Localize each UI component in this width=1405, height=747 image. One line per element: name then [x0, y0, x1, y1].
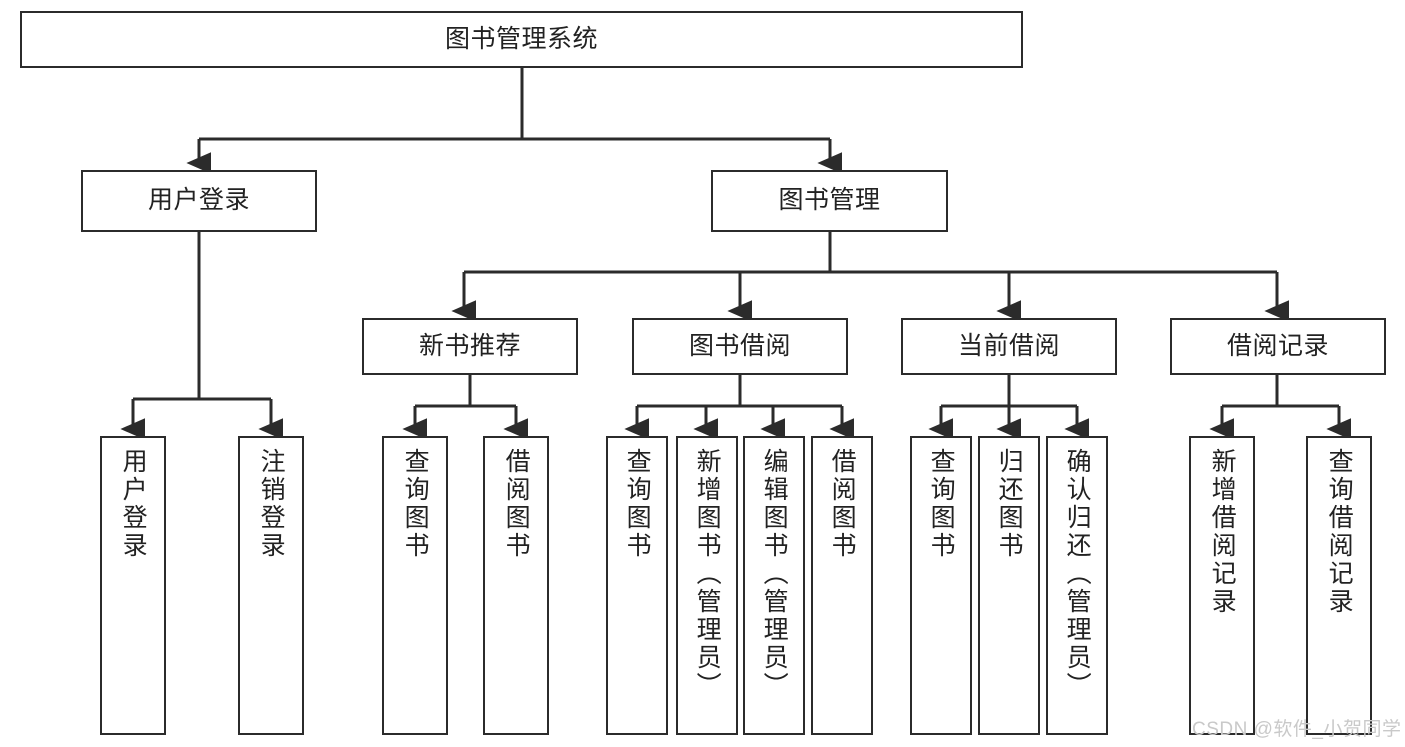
- node-leaf-user-login-label: 用户登录: [119, 448, 148, 560]
- node-leaf-borrow-book-borrow-label: 借阅图书: [828, 448, 857, 560]
- node-leaf-return-book-label: 归还图书: [995, 448, 1024, 560]
- node-user-login[interactable]: 用户登录: [81, 170, 317, 232]
- node-book-borrow[interactable]: 图书借阅: [632, 318, 848, 375]
- node-book-management[interactable]: 图书管理: [711, 170, 948, 232]
- node-new-book-recommend-label: 新书推荐: [418, 331, 521, 360]
- node-leaf-query-book-borrow[interactable]: 查询图书: [606, 436, 668, 735]
- node-leaf-borrow-book-newbook[interactable]: 借阅图书: [483, 436, 549, 735]
- node-leaf-borrow-book-newbook-label: 借阅图书: [502, 448, 531, 560]
- node-book-management-label: 图书管理: [778, 186, 881, 215]
- node-leaf-edit-book-admin-label: 编辑图书（管理员）: [760, 448, 789, 700]
- node-user-login-label: 用户登录: [147, 186, 250, 215]
- node-leaf-query-borrow-record-label: 查询借阅记录: [1325, 448, 1354, 616]
- node-leaf-add-borrow-record[interactable]: 新增借阅记录: [1189, 436, 1255, 735]
- node-current-borrow[interactable]: 当前借阅: [901, 318, 1117, 375]
- node-leaf-query-book-borrow-label: 查询图书: [623, 448, 652, 560]
- node-leaf-confirm-return-admin-label: 确认归还（管理员）: [1063, 448, 1092, 700]
- node-leaf-return-book[interactable]: 归还图书: [978, 436, 1040, 735]
- node-leaf-query-borrow-record[interactable]: 查询借阅记录: [1306, 436, 1372, 735]
- node-leaf-confirm-return-admin[interactable]: 确认归还（管理员）: [1046, 436, 1108, 735]
- node-leaf-logout-label: 注销登录: [257, 448, 286, 560]
- node-root-label: 图书管理系统: [444, 24, 598, 53]
- node-leaf-query-book-current-label: 查询图书: [927, 448, 956, 560]
- csdn-watermark: CSDN @软件_小贺同学: [1192, 719, 1402, 740]
- node-leaf-query-book-current[interactable]: 查询图书: [910, 436, 972, 735]
- node-root-book-management-system[interactable]: 图书管理系统: [20, 11, 1023, 68]
- node-borrow-record[interactable]: 借阅记录: [1170, 318, 1386, 375]
- node-leaf-edit-book-admin[interactable]: 编辑图书（管理员）: [743, 436, 805, 735]
- node-current-borrow-label: 当前借阅: [957, 331, 1060, 360]
- node-borrow-record-label: 借阅记录: [1226, 331, 1329, 360]
- node-leaf-user-login[interactable]: 用户登录: [100, 436, 166, 735]
- node-leaf-logout[interactable]: 注销登录: [238, 436, 304, 735]
- node-leaf-query-book-newbook-label: 查询图书: [401, 448, 430, 560]
- node-leaf-borrow-book-borrow[interactable]: 借阅图书: [811, 436, 873, 735]
- node-leaf-add-borrow-record-label: 新增借阅记录: [1208, 448, 1237, 616]
- node-book-borrow-label: 图书借阅: [688, 331, 791, 360]
- node-leaf-add-book-admin[interactable]: 新增图书（管理员）: [676, 436, 738, 735]
- node-leaf-query-book-newbook[interactable]: 查询图书: [382, 436, 448, 735]
- node-leaf-add-book-admin-label: 新增图书（管理员）: [693, 448, 722, 700]
- node-new-book-recommend[interactable]: 新书推荐: [362, 318, 578, 375]
